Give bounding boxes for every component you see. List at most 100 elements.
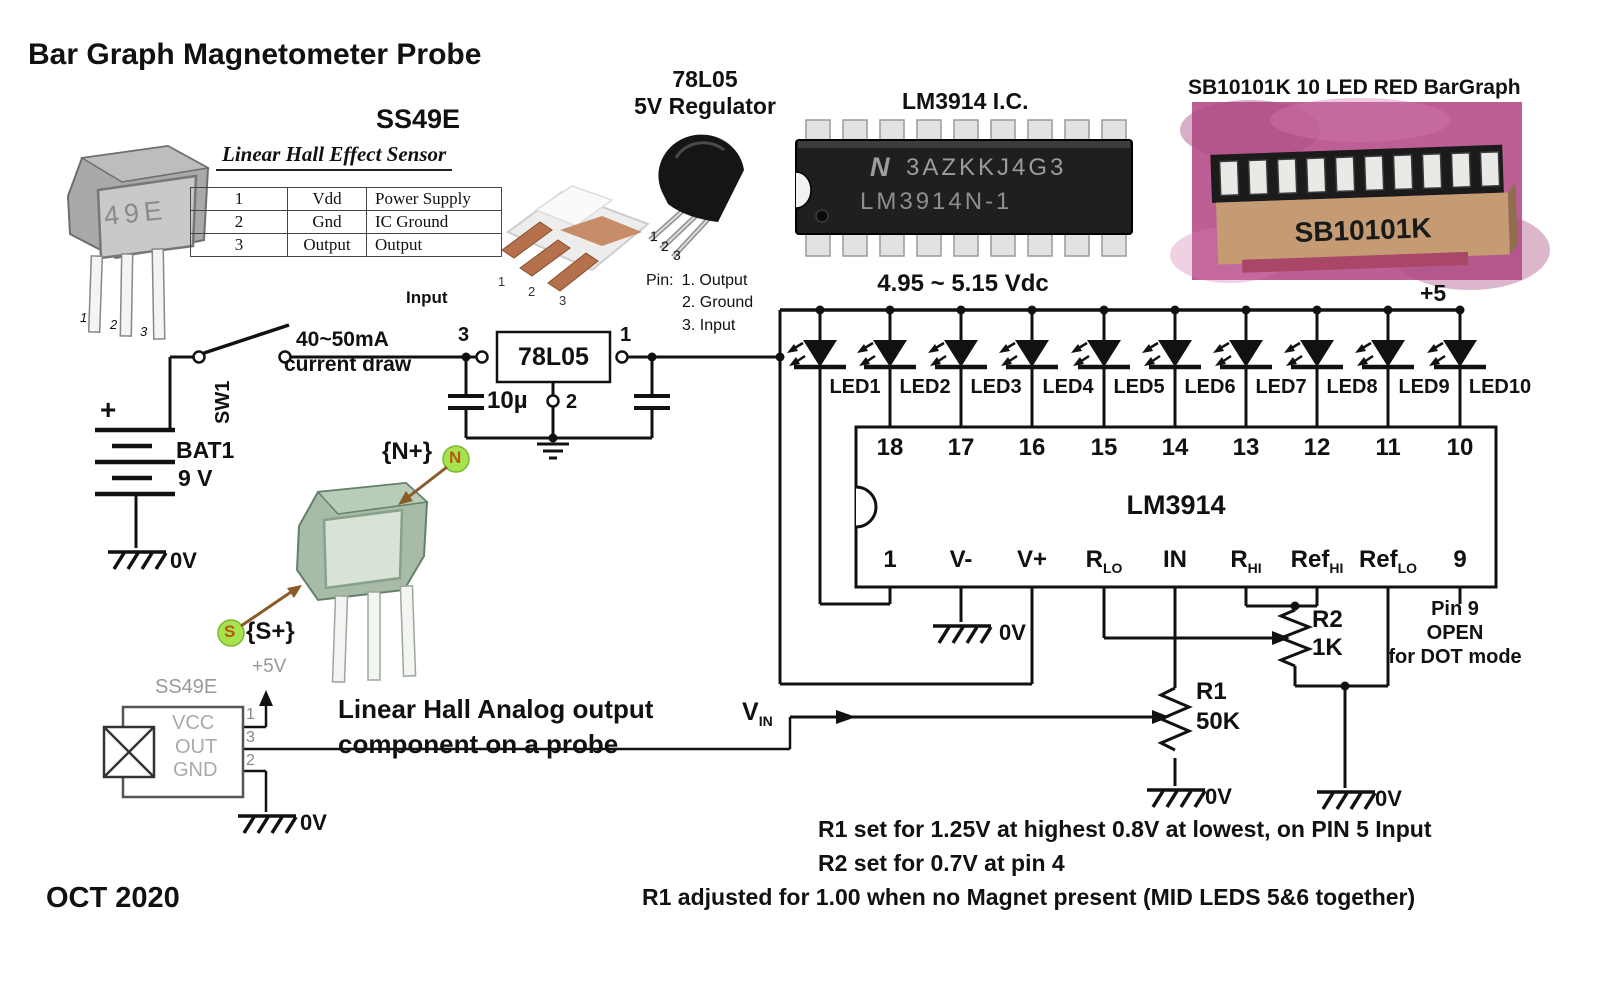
national-logo: N — [870, 152, 890, 182]
chip-top-pin: 16 — [1018, 434, 1046, 461]
internal-leg-label: 1 — [498, 274, 506, 289]
probe-caption-line1: Linear Hall Analog output — [338, 694, 654, 724]
probe-ground-label: 0V — [300, 810, 327, 835]
leg-label: 2 — [110, 317, 118, 332]
led-label: LED7 — [1255, 376, 1307, 398]
pin-sub: LO — [1102, 560, 1123, 576]
desc-cell: Output — [366, 233, 502, 257]
cap-value-label: 10µ — [487, 387, 528, 414]
probe-gnd: GND — [173, 759, 218, 781]
chip-bottom-pin: RefHI — [1275, 546, 1359, 576]
vin-main: V — [742, 698, 759, 726]
internal-leg-label: 2 — [528, 284, 536, 299]
probe-pin2: 2 — [246, 752, 255, 769]
page-title: Bar Graph Magnetometer Probe — [28, 38, 482, 71]
vin-sub: IN — [758, 713, 773, 729]
ss49e-subtitle: Linear Hall Effect Sensor — [216, 142, 453, 171]
rail-voltage-label: 4.95 ~ 5.15 Vdc — [877, 270, 1049, 297]
table-row: 1 Vdd Power Supply — [190, 187, 502, 211]
regulator-block-label: 78L05 — [518, 343, 589, 371]
switch-name: SW1 — [212, 380, 234, 424]
north-tag: {N+} — [382, 438, 433, 465]
chip-top-pin: 10 — [1446, 434, 1474, 461]
leg-label: 1 — [80, 310, 88, 325]
pin-main: 1 — [883, 546, 897, 573]
plus5-label: +5 — [1420, 280, 1447, 306]
r1-ground-label: 0V — [1205, 784, 1232, 809]
pin-main: R — [1230, 546, 1248, 573]
to92-regulator-photo — [648, 134, 744, 259]
pin-cell: 2 — [190, 210, 288, 234]
pin-sub: HI — [1247, 560, 1262, 576]
led-label: LED10 — [1468, 376, 1532, 398]
led-label: LED3 — [970, 376, 1022, 398]
current-note-line2: current draw — [284, 353, 412, 376]
pin9-note-line3: for DOT mode — [1388, 646, 1522, 668]
chip-bottom-pin: RHI — [1204, 546, 1288, 576]
pin-sub: HI — [1329, 560, 1344, 576]
regulator-title-line2: 5V Regulator — [634, 93, 776, 119]
r2-value: 1K — [1312, 634, 1343, 661]
battery-ground-label: 0V — [170, 548, 197, 573]
lm3914-chip-box — [854, 425, 1498, 589]
battery-voltage: 9 V — [178, 465, 213, 491]
led-symbols — [787, 310, 1486, 367]
probe-vcc: VCC — [172, 712, 215, 734]
junction-dots — [461, 305, 1465, 691]
chip-name: LM3914 — [1126, 490, 1226, 520]
desc-cell: IC Ground — [366, 210, 502, 234]
reg-pin2-label: 2 — [566, 391, 578, 413]
chip-bottom-pin: 1 — [848, 546, 932, 576]
arrowheads — [259, 631, 1290, 724]
chip-top-pin: 13 — [1232, 434, 1260, 461]
date-label: OCT 2020 — [46, 882, 180, 914]
probe-name: SS49E — [155, 676, 218, 698]
north-pole-arrow — [398, 445, 470, 505]
pinout-line: 2. Ground — [682, 294, 754, 312]
r2-name: R2 — [1312, 606, 1343, 633]
pin-cell: 1 — [190, 187, 288, 211]
pin-sub: LO — [1397, 560, 1418, 576]
ic-marking-line1: 3AZKKJ4G3 — [906, 154, 1067, 181]
sb10101k-marking: SB10101K — [1294, 212, 1432, 248]
reg-pin1-label: 1 — [620, 324, 632, 346]
lm3914-photo-title: LM3914 I.C. — [902, 88, 1029, 114]
r1-value: 50K — [1196, 708, 1241, 735]
south-tag: {S+} — [246, 618, 295, 645]
chip-bottom-pin: V+ — [990, 546, 1074, 576]
led-label: LED6 — [1184, 376, 1236, 398]
vin-label: VIN — [742, 698, 773, 729]
chip-top-pin: 17 — [947, 434, 975, 461]
name-cell: Vdd — [287, 187, 367, 211]
table-row: 2 Gnd IC Ground — [190, 210, 502, 234]
chip-top-pin: 14 — [1161, 434, 1189, 461]
ic-marking-line2: LM3914N-1 — [860, 188, 1013, 215]
internal-sensor-photo — [501, 185, 650, 292]
probe-sensor-photo — [295, 481, 429, 683]
internal-leg-label: 3 — [559, 293, 567, 308]
battery-name: BAT1 — [176, 437, 235, 463]
led-label: LED8 — [1326, 376, 1378, 398]
pin-main: V+ — [1016, 546, 1048, 573]
table-row: 3 Output Output — [190, 233, 502, 257]
pin-main: IN — [1163, 546, 1187, 573]
chip-bottom-pin: RLO — [1062, 546, 1146, 576]
ss49e-pin-table: 1 Vdd Power Supply 2 Gnd IC Ground 3 Out… — [190, 187, 502, 257]
chip-top-pin: 11 — [1375, 434, 1401, 461]
chip-bottom-pin: 9 — [1418, 546, 1502, 576]
desc-cell: Power Supply — [366, 187, 502, 211]
probe-pin3: 3 — [246, 729, 255, 746]
chip-top-pin: 12 — [1303, 434, 1331, 461]
note-line3: R1 adjusted for 1.00 when no Magnet pres… — [642, 884, 1416, 910]
regulator-title-line1: 78L05 — [672, 66, 738, 92]
probe-pin1: 1 — [246, 706, 255, 723]
chip-top-pin: 15 — [1090, 434, 1118, 461]
reg-pin3-label: 3 — [458, 324, 470, 346]
to92-leg-label: 1 — [650, 228, 658, 244]
probe-out: OUT — [175, 736, 218, 758]
led-label: LED9 — [1398, 376, 1450, 398]
south-pole-arrow — [217, 585, 302, 647]
led-label: LED4 — [1042, 376, 1094, 398]
chip-bottom-pin: V- — [919, 546, 1003, 576]
chip-bottom-pin: RefLO — [1346, 546, 1430, 576]
